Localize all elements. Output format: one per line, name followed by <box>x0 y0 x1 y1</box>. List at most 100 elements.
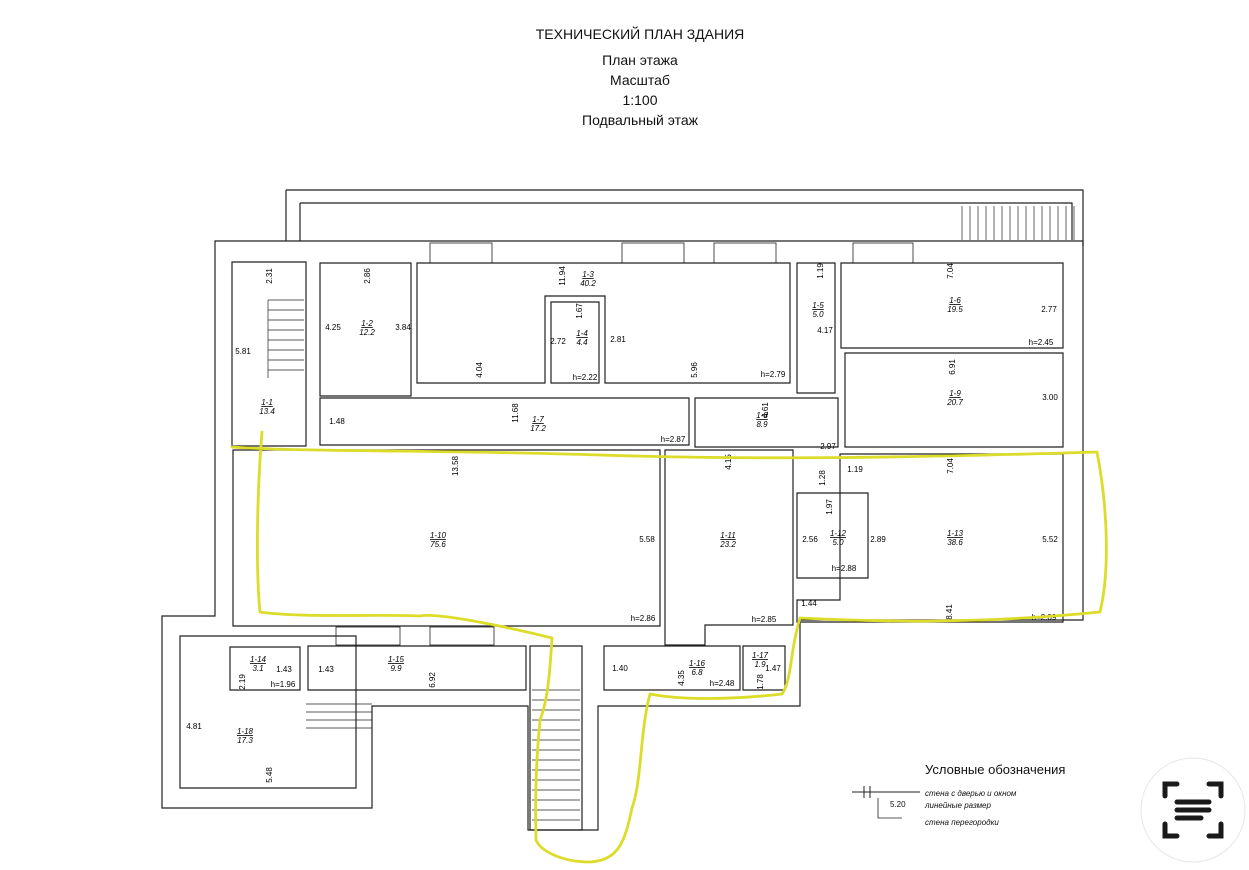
dimension-label: 13.58 <box>451 455 460 476</box>
room-1-5-outline <box>796 262 836 394</box>
legend-item-dimension: линейные размер <box>925 801 991 810</box>
room-id: 1-18 <box>237 727 254 736</box>
room-label-1-15: 1-159.9 <box>388 655 405 673</box>
room-id: 1-17 <box>752 651 769 660</box>
dimension-label: 4.81 <box>186 722 202 731</box>
dimension-label: 5.48 <box>265 767 274 783</box>
room-area: 1.9 <box>754 660 766 669</box>
scan-icon <box>1162 781 1224 839</box>
room-1-14-outline <box>229 646 301 691</box>
room-1-11-outline <box>664 449 794 646</box>
room-area: 17.2 <box>530 424 546 433</box>
room-id: 1-10 <box>430 531 447 540</box>
dimension-label: 5.81 <box>235 347 251 356</box>
dimension-label: 2.56 <box>802 535 818 544</box>
room-label-1-1: 1-113.4 <box>259 398 275 416</box>
dimension-label: 4.35 <box>677 670 686 686</box>
dimension-label: 2.72 <box>550 337 566 346</box>
plan-subtitle: План этажа <box>602 52 678 68</box>
dimension-label: 5.96 <box>690 362 699 378</box>
room-1-18-outline <box>179 635 357 789</box>
room-area: 8.9 <box>756 420 768 429</box>
room-id: 1-5 <box>812 301 824 310</box>
room-area: 4.4 <box>576 338 588 347</box>
room-area: 13.4 <box>259 407 275 416</box>
room-id: 1-1 <box>261 398 273 407</box>
room-area: 5.0 <box>812 310 824 319</box>
legend-sample-value: 5.20 <box>890 800 906 809</box>
dimension-label: 1.43 <box>276 665 292 674</box>
dimension-label: 2.77 <box>1041 305 1057 314</box>
dimension-label: 3.00 <box>1042 393 1058 402</box>
room-id: 1-7 <box>532 415 544 424</box>
room-area: 17.3 <box>237 736 253 745</box>
legend-title: Условные обозначения <box>925 762 1066 777</box>
room-id: 1-16 <box>689 659 706 668</box>
room-1-10-outline <box>232 449 661 627</box>
room-area: 40.2 <box>580 279 596 288</box>
dimension-label: 2.89 <box>870 535 886 544</box>
room-1-15-outline <box>307 645 527 691</box>
room-label-1-3: 1-340.2 <box>580 270 596 288</box>
room-area: 75.6 <box>430 540 446 549</box>
stairwell-outline <box>529 645 583 831</box>
room-id: 1-6 <box>949 296 961 305</box>
room-area: 38.6 <box>947 538 963 547</box>
room-labels: 1-113.41-212.21-340.21-44.41-55.01-619.5… <box>237 270 964 745</box>
dimension-label: 8.41 <box>945 604 954 620</box>
dimension-label: 1.47 <box>765 664 781 673</box>
legend-item-partition: стена перегородки <box>925 818 999 827</box>
walls <box>161 189 1084 831</box>
dimension-label: 3.84 <box>395 323 411 332</box>
dimension-label: 6.92 <box>428 672 437 688</box>
room-1-7-outline <box>319 397 690 446</box>
dimension-label: 2.19 <box>238 674 247 690</box>
dimension-label: 2.81 <box>610 335 626 344</box>
room-id: 1-12 <box>830 529 847 538</box>
ceiling-height-label: h=2.87 <box>661 435 686 444</box>
windows <box>335 242 914 646</box>
room-id: 1-13 <box>947 529 964 538</box>
dimension-label: 11.94 <box>558 266 567 286</box>
ceiling-height-label: h=2.85 <box>752 615 777 624</box>
room-id: 1-9 <box>949 389 961 398</box>
room-area: 6.8 <box>691 668 703 677</box>
room-label-1-9: 1-920.7 <box>946 389 963 407</box>
room-id: 1-11 <box>720 531 735 540</box>
room-label-1-4: 1-44.4 <box>576 329 588 347</box>
dimension-label: 1.48 <box>329 417 345 426</box>
room-area: 9.9 <box>390 664 402 673</box>
dimension-label: 1.19 <box>847 465 863 474</box>
ceiling-height-label: h=2.79 <box>761 370 786 379</box>
avito-watermark <box>1140 757 1246 863</box>
stairs <box>267 206 1075 821</box>
room-1-9-outline <box>844 352 1064 448</box>
ceiling-height-label: h=2.86 <box>631 614 656 623</box>
room-id: 1-15 <box>388 655 405 664</box>
dimension-label: 1.44 <box>801 599 817 608</box>
floor-label: Подвальный этаж <box>582 112 698 128</box>
scale-value: 1:100 <box>622 92 658 108</box>
room-1-3-outline <box>416 262 791 384</box>
room-area: 3.1 <box>252 664 263 673</box>
dimension-label: 1.97 <box>825 499 834 515</box>
room-1-1-outline <box>231 261 307 447</box>
ceiling-height-label: h=2.22 <box>573 373 598 382</box>
legend-item-wall: стена с дверью и окном <box>925 789 1017 798</box>
room-area: 5.0 <box>832 538 844 547</box>
title-block: ТЕХНИЧЕСКИЙ ПЛАН ЗДАНИЯ План этажа Масшт… <box>440 24 840 130</box>
dimension-label: 2.31 <box>265 268 274 284</box>
room-id: 1-8 <box>756 411 768 420</box>
dimension-label: 6.91 <box>948 359 957 375</box>
room-1-6-outline <box>840 262 1064 349</box>
scale-label: Масштаб <box>610 72 670 88</box>
dimension-label: 2.97 <box>820 442 836 451</box>
dimension-label: 2.86 <box>363 268 372 284</box>
plan-title: ТЕХНИЧЕСКИЙ ПЛАН ЗДАНИЯ <box>535 26 745 42</box>
dimension-label: 1.40 <box>612 664 628 673</box>
